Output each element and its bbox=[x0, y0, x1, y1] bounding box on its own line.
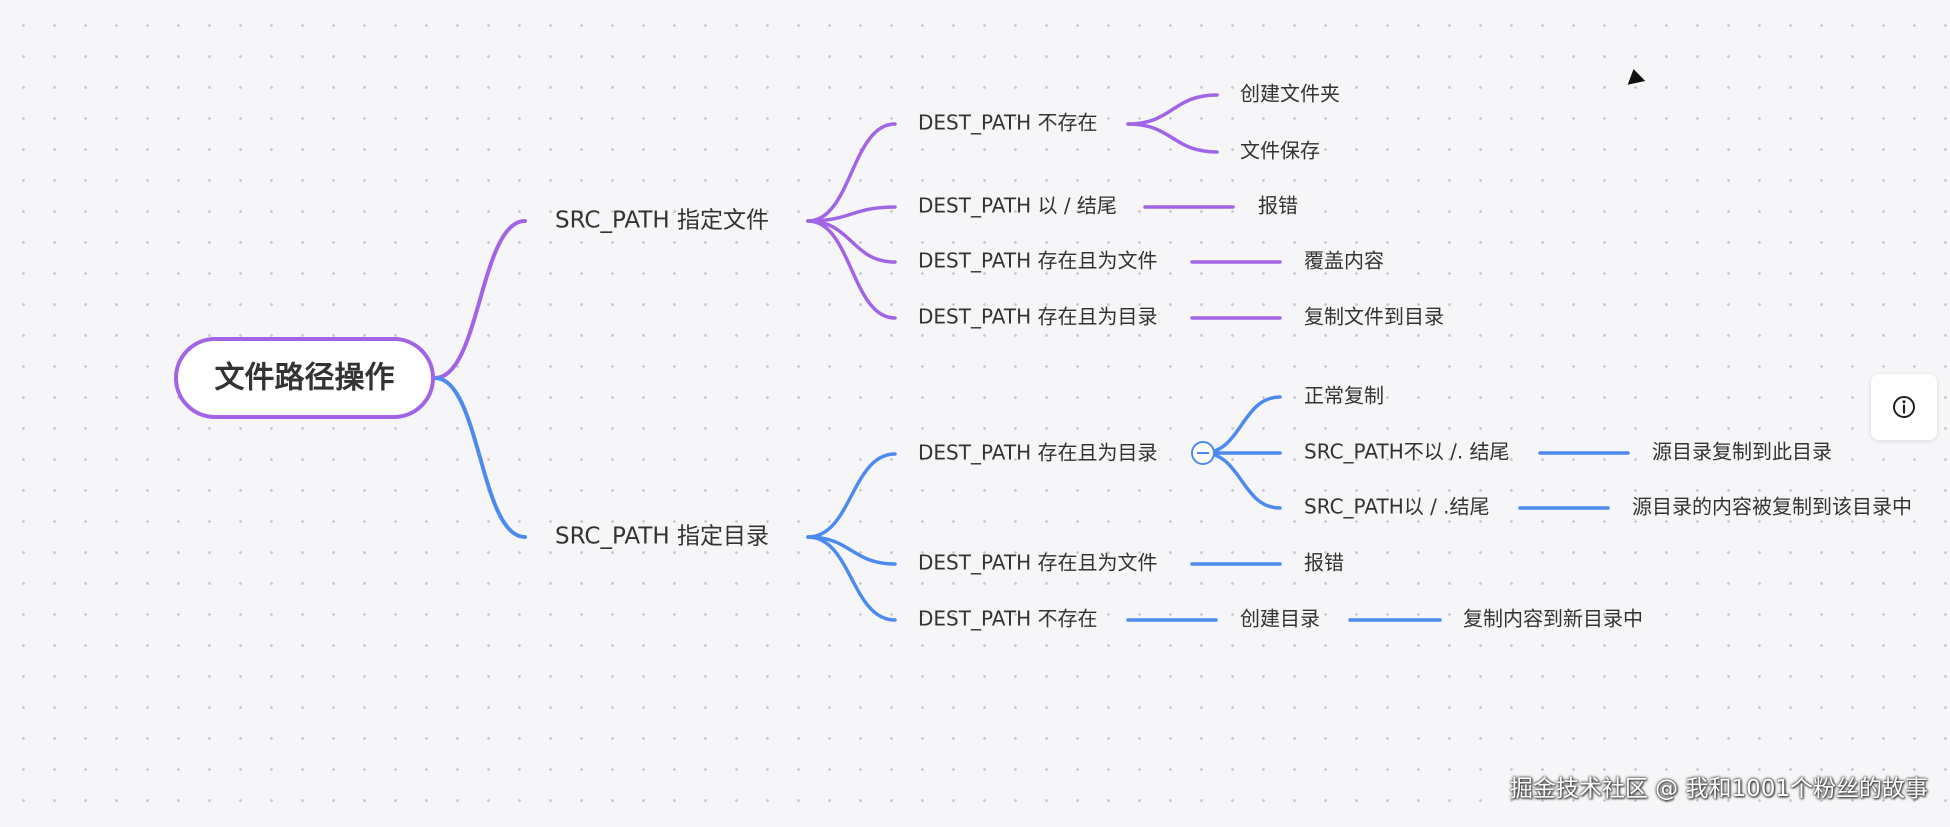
leaf-normal-copy[interactable]: 正常复制 bbox=[1304, 384, 1384, 408]
node-create-dir[interactable]: 创建目录 bbox=[1240, 607, 1320, 631]
leaf-save-file[interactable]: 文件保存 bbox=[1240, 139, 1320, 163]
watermark: 掘金技术社区 @ 我和1001个粉丝的故事 bbox=[1509, 776, 1928, 802]
leaf-error[interactable]: 报错 bbox=[1304, 551, 1344, 575]
node-src-no-trailing-dot[interactable]: SRC_PATH不以 /. 结尾 bbox=[1304, 440, 1510, 464]
connector-line bbox=[806, 219, 897, 320]
info-button[interactable] bbox=[1871, 374, 1937, 440]
connector-line bbox=[1126, 122, 1219, 154]
leaf-copy-source-dir[interactable]: 源目录复制到此目录 bbox=[1652, 440, 1832, 464]
leaf-copy-to-dir[interactable]: 复制文件到目录 bbox=[1304, 305, 1444, 329]
branch-src-dir[interactable]: SRC_PATH 指定目录 bbox=[555, 524, 769, 550]
leaf-create-folder[interactable]: 创建文件夹 bbox=[1240, 82, 1340, 106]
node-src-trailing-dot[interactable]: SRC_PATH以 / .结尾 bbox=[1304, 495, 1490, 519]
node-dest-not-exist[interactable]: DEST_PATH 不存在 bbox=[918, 607, 1097, 631]
connector-line bbox=[806, 122, 897, 223]
leaf-copy-to-new-dir[interactable]: 复制内容到新目录中 bbox=[1463, 607, 1643, 631]
info-icon bbox=[1893, 396, 1915, 418]
connector-line bbox=[806, 535, 897, 622]
node-dest-is-dir[interactable]: DEST_PATH 存在且为目录 bbox=[918, 305, 1157, 329]
connector-line bbox=[1201, 451, 1282, 510]
connector-line bbox=[806, 452, 897, 539]
node-dest-is-dir[interactable]: DEST_PATH 存在且为目录 bbox=[918, 441, 1157, 465]
leaf-copy-contents[interactable]: 源目录的内容被复制到该目录中 bbox=[1632, 495, 1912, 519]
node-dest-is-file[interactable]: DEST_PATH 存在且为文件 bbox=[918, 249, 1157, 273]
node-dest-not-exist[interactable]: DEST_PATH 不存在 bbox=[918, 111, 1097, 135]
root-node[interactable] bbox=[174, 337, 435, 419]
connector-line bbox=[433, 219, 527, 380]
leaf-error[interactable]: 报错 bbox=[1258, 194, 1298, 218]
node-dest-ends-slash[interactable]: DEST_PATH 以 / 结尾 bbox=[918, 194, 1117, 218]
connector-line bbox=[1201, 395, 1282, 455]
connector-line bbox=[1126, 93, 1219, 126]
root-node-label: 文件路径操作 bbox=[215, 361, 395, 396]
node-dest-is-file[interactable]: DEST_PATH 存在且为文件 bbox=[918, 551, 1157, 575]
connector-line bbox=[806, 205, 897, 223]
leaf-overwrite[interactable]: 覆盖内容 bbox=[1304, 249, 1384, 273]
connector-line bbox=[806, 219, 897, 264]
branch-src-file[interactable]: SRC_PATH 指定文件 bbox=[555, 208, 769, 234]
connector-line bbox=[433, 376, 527, 539]
